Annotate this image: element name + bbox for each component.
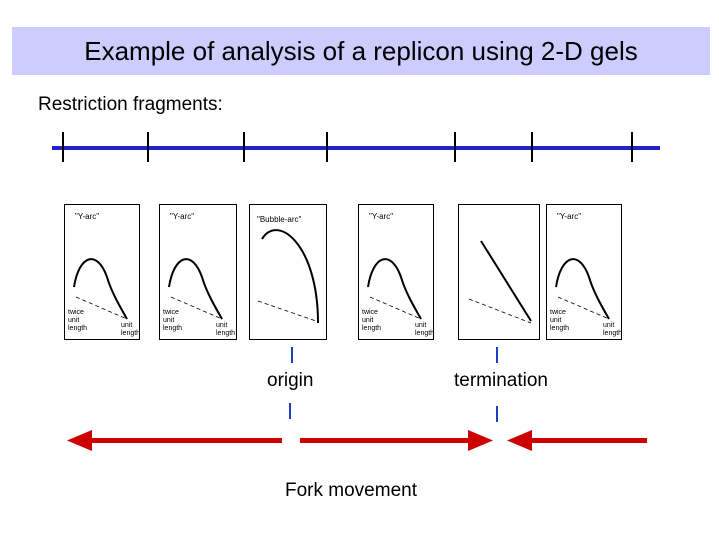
origin-label: origin	[267, 370, 314, 391]
bubble-arc-curve	[261, 229, 319, 324]
linear-diagonal	[468, 298, 532, 324]
fork-arrow-left	[67, 430, 282, 451]
title-band	[12, 27, 710, 75]
termination-label: termination	[454, 370, 548, 391]
linear-diagonal	[369, 296, 422, 320]
y-arc-curve	[73, 258, 128, 320]
arc-label: "Y-arc"	[557, 212, 582, 221]
termination-curve	[480, 240, 532, 322]
restriction-fragments-label: Restriction fragments:	[38, 94, 223, 115]
gel-panel-termination	[458, 204, 540, 340]
linear-diagonal	[257, 300, 317, 322]
linear-diagonal	[170, 296, 223, 320]
restriction-sites	[62, 132, 633, 162]
arc-label: "Y-arc"	[369, 212, 394, 221]
fork-arrow-right	[300, 430, 493, 451]
linear-diagonal	[75, 296, 128, 320]
y-arc-curve	[168, 258, 223, 320]
y-arc-curve	[367, 258, 422, 320]
y-arc-curve	[555, 258, 610, 320]
arc-label: "Bubble-arc"	[257, 215, 302, 224]
fork-arrow-incoming	[507, 430, 647, 451]
arc-label: "Y-arc"	[170, 212, 195, 221]
linear-diagonal	[557, 296, 610, 320]
fork-movement-label: Fork movement	[285, 480, 417, 501]
slide-title: Example of analysis of a replicon using …	[84, 36, 638, 66]
arc-label: "Y-arc"	[75, 212, 100, 221]
gel-panel-bubble-arc: "Bubble-arc"	[249, 204, 327, 340]
